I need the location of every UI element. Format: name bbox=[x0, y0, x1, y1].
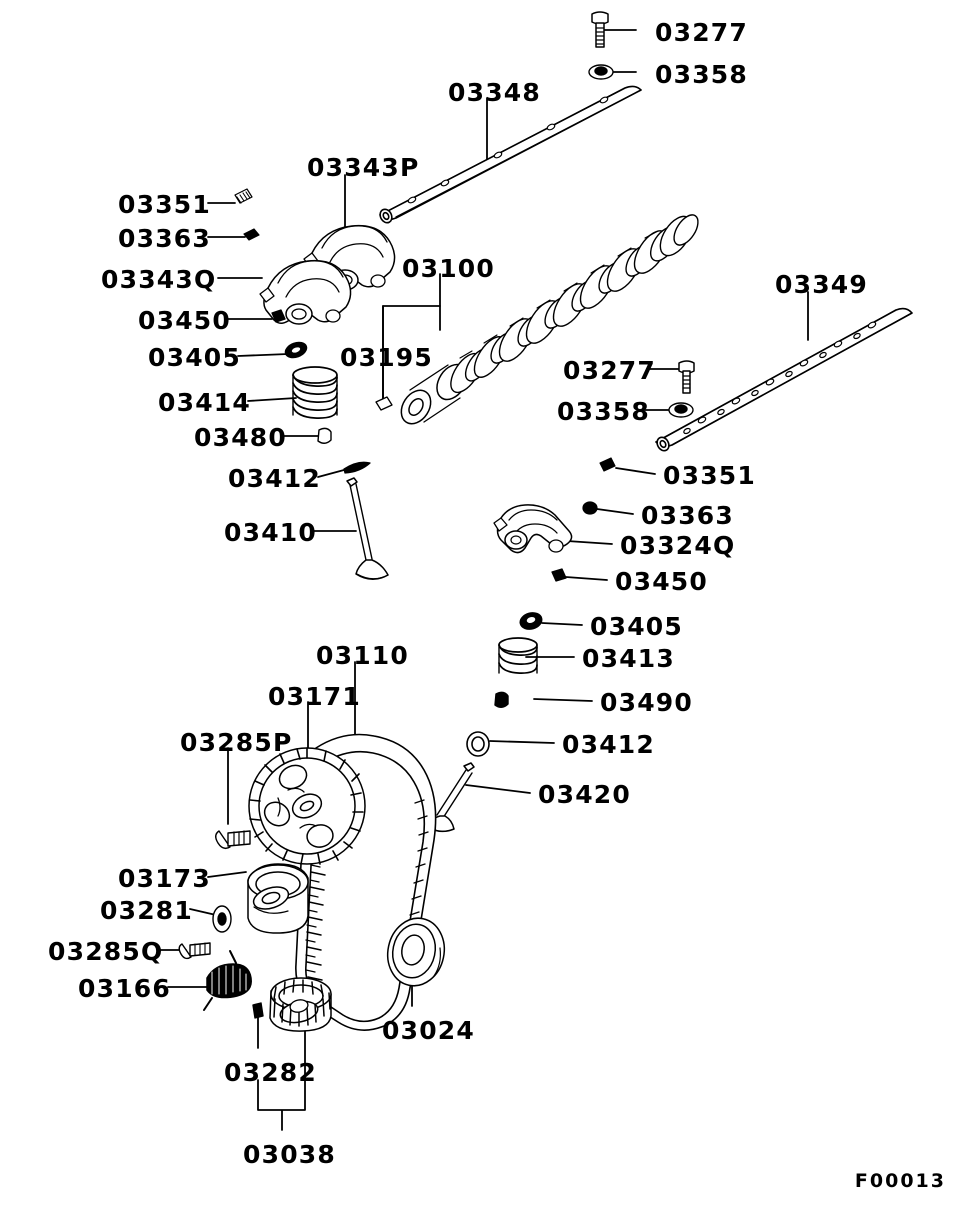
part-03277-top bbox=[591, 11, 609, 48]
part-callout-03363: 03363 bbox=[118, 224, 211, 253]
part-callout-03282: 03282 bbox=[224, 1058, 317, 1087]
part-03358-top bbox=[588, 64, 614, 80]
part-03173-tensioner-pulley bbox=[247, 863, 309, 934]
leader-03405-b bbox=[541, 622, 583, 626]
part-callout-03412: 03412 bbox=[228, 464, 321, 493]
part-03343Q-rocker-arm bbox=[259, 259, 352, 325]
part-callout-03110: 03110 bbox=[316, 641, 409, 670]
part-03405-right bbox=[519, 612, 543, 630]
figure-code: F00013 bbox=[854, 1170, 946, 1192]
part-03410-intake-valve bbox=[346, 477, 389, 580]
part-03100-camshaft bbox=[400, 214, 699, 425]
part-03450-right bbox=[551, 568, 567, 582]
part-03450-left bbox=[271, 309, 286, 323]
part-callout-03450: 03450 bbox=[615, 567, 708, 596]
leader-03420 bbox=[465, 784, 531, 794]
part-03480-spring-seat bbox=[317, 427, 332, 444]
part-callout-03285q: 03285Q bbox=[48, 937, 164, 966]
part-03281-spacer bbox=[212, 905, 232, 933]
part-callout-03351: 03351 bbox=[663, 461, 756, 490]
part-03024-crank-spacer bbox=[386, 917, 446, 987]
part-03490-spring-seat bbox=[494, 691, 509, 708]
part-callout-03277: 03277 bbox=[563, 356, 656, 385]
leader-03351-b bbox=[615, 467, 656, 475]
part-callout-03173: 03173 bbox=[118, 864, 211, 893]
part-callout-03358: 03358 bbox=[557, 397, 650, 426]
part-03413-valve-spring bbox=[498, 637, 538, 674]
part-callout-03277: 03277 bbox=[655, 18, 748, 47]
part-callout-03412: 03412 bbox=[562, 730, 655, 759]
leader-lines bbox=[157, 29, 809, 1131]
part-callout-03450: 03450 bbox=[138, 306, 231, 335]
part-callout-03024: 03024 bbox=[382, 1016, 475, 1045]
leader-03412-a bbox=[317, 469, 345, 478]
leader-03363-b bbox=[596, 508, 634, 515]
part-03412-right bbox=[466, 731, 490, 757]
part-03405-left bbox=[284, 341, 308, 359]
leader-03173 bbox=[207, 871, 247, 878]
part-callout-03100: 03100 bbox=[402, 254, 495, 283]
part-callout-03405: 03405 bbox=[590, 612, 683, 641]
part-callout-03348: 03348 bbox=[448, 78, 541, 107]
part-callout-03343q: 03343Q bbox=[101, 265, 217, 294]
part-callout-03420: 03420 bbox=[538, 780, 631, 809]
leader-03100-bracket bbox=[382, 273, 441, 405]
part-callout-03490: 03490 bbox=[600, 688, 693, 717]
part-callout-03171: 03171 bbox=[268, 682, 361, 711]
part-callout-03285p: 03285P bbox=[180, 728, 293, 757]
part-callout-03405: 03405 bbox=[148, 343, 241, 372]
part-callout-03038: 03038 bbox=[243, 1140, 336, 1169]
part-03285Q-bolt bbox=[178, 942, 211, 960]
part-callout-03324q: 03324Q bbox=[620, 531, 736, 560]
part-03277-right bbox=[678, 360, 695, 394]
part-callout-03410: 03410 bbox=[224, 518, 317, 547]
part-03282-key bbox=[252, 1002, 264, 1019]
leader-03412-b bbox=[489, 740, 555, 744]
part-03351-right bbox=[599, 457, 616, 472]
part-03363-left bbox=[243, 228, 260, 241]
part-03324Q-rocker-arm bbox=[493, 504, 573, 554]
part-callout-03281: 03281 bbox=[100, 896, 193, 925]
leader-03038-bracket bbox=[257, 1011, 306, 1131]
part-03348-rocker-shaft bbox=[379, 85, 642, 224]
part-03358-right bbox=[668, 402, 694, 418]
leader-03414 bbox=[247, 397, 297, 402]
part-03363-right bbox=[582, 501, 598, 515]
part-03412-left bbox=[343, 461, 371, 474]
leader-03450-b bbox=[565, 576, 608, 581]
part-callout-03480: 03480 bbox=[194, 423, 287, 452]
part-03195-key bbox=[375, 396, 393, 411]
part-callout-03414: 03414 bbox=[158, 388, 251, 417]
part-03349-rocker-shaft bbox=[655, 307, 913, 452]
part-callout-03363: 03363 bbox=[641, 501, 734, 530]
part-callout-03195: 03195 bbox=[340, 343, 433, 372]
leader-03281 bbox=[189, 908, 217, 916]
part-03166-tensioner-spring bbox=[203, 950, 252, 1011]
part-03171-camshaft-sprocket bbox=[248, 747, 366, 865]
part-callout-03358: 03358 bbox=[655, 60, 748, 89]
part-callout-03343p: 03343P bbox=[307, 153, 420, 182]
part-callout-03349: 03349 bbox=[775, 270, 868, 299]
leader-03405-a bbox=[237, 353, 289, 357]
part-callout-03413: 03413 bbox=[582, 644, 675, 673]
leader-03324Q bbox=[566, 540, 613, 545]
part-03414-valve-spring bbox=[292, 366, 338, 419]
part-callout-03166: 03166 bbox=[78, 974, 171, 1003]
part-03285P-bolt bbox=[215, 830, 251, 850]
part-callout-03351: 03351 bbox=[118, 190, 211, 219]
leader-03490 bbox=[533, 698, 593, 702]
part-03038-crank-sprocket bbox=[269, 977, 332, 1032]
part-03351-left bbox=[234, 188, 253, 204]
